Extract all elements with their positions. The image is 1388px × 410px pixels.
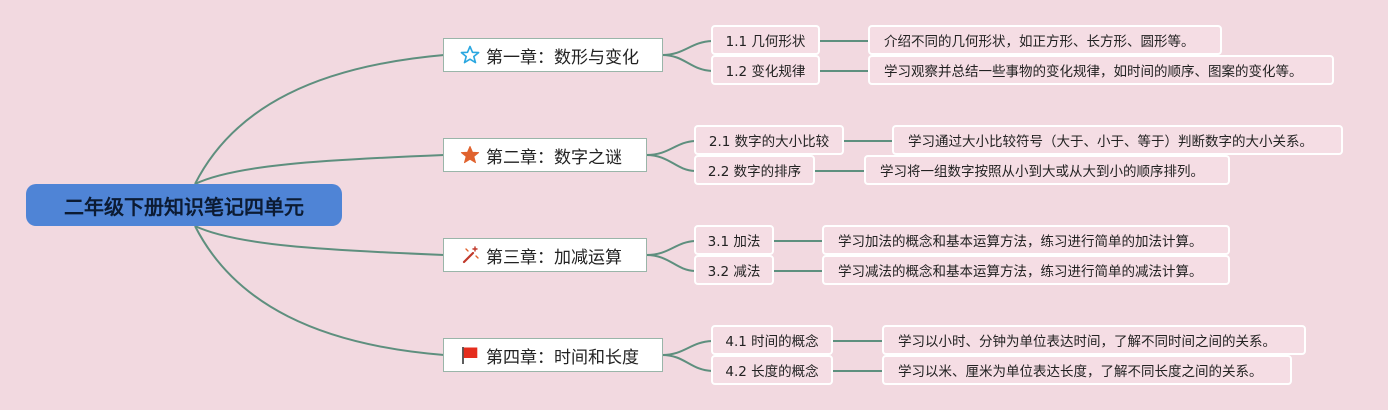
note-1-2[interactable]: 学习观察并总结一些事物的变化规律，如时间的顺序、图案的变化等。 xyxy=(868,55,1334,85)
note-text: 学习通过大小比较符号（大于、小于、等于）判断数字的大小关系。 xyxy=(908,134,1313,150)
subtopic-3-2[interactable]: 3.2 减法 xyxy=(694,255,774,285)
note-text: 学习减法的概念和基本运算方法，练习进行简单的减法计算。 xyxy=(838,264,1203,280)
note-text: 学习加法的概念和基本运算方法，练习进行简单的加法计算。 xyxy=(838,234,1203,250)
note-text: 学习观察并总结一些事物的变化规律，如时间的顺序、图案的变化等。 xyxy=(884,64,1303,80)
root-topic[interactable]: 二年级下册知识笔记四单元 xyxy=(26,184,342,226)
subtopic-1-2[interactable]: 1.2 变化规律 xyxy=(711,55,820,85)
subtopic-4-1[interactable]: 4.1 时间的概念 xyxy=(711,325,833,355)
subtopic-label: 3.2 减法 xyxy=(707,264,761,280)
subtopic-label: 4.1 时间的概念 xyxy=(725,334,819,350)
chapter-1-title: 第一章：数形与变化 xyxy=(486,47,639,68)
chapter-3-title: 第三章：加减运算 xyxy=(486,247,622,268)
subtopic-3-1[interactable]: 3.1 加法 xyxy=(694,225,774,255)
note-text: 介绍不同的几何形状，如正方形、长方形、圆形等。 xyxy=(884,34,1195,50)
subtopic-1-1[interactable]: 1.1 几何形状 xyxy=(711,25,820,55)
note-3-2[interactable]: 学习减法的概念和基本运算方法，练习进行简单的减法计算。 xyxy=(822,255,1230,285)
note-2-2[interactable]: 学习将一组数字按照从小到大或从大到小的顺序排列。 xyxy=(864,155,1230,185)
chapter-2-title: 第二章：数字之谜 xyxy=(486,147,622,168)
subtopic-label: 1.2 变化规律 xyxy=(725,64,806,80)
subtopic-2-2[interactable]: 2.2 数字的排序 xyxy=(694,155,815,185)
chapter-3[interactable]: 第三章：加减运算 xyxy=(443,238,647,272)
root-topic-title: 二年级下册知识笔记四单元 xyxy=(64,194,304,219)
chapter-2[interactable]: 第二章：数字之谜 xyxy=(443,138,647,172)
note-4-2[interactable]: 学习以米、厘米为单位表达长度，了解不同长度之间的关系。 xyxy=(882,355,1292,385)
flag-icon xyxy=(462,347,478,364)
magic-wand-icon xyxy=(462,246,479,264)
note-4-1[interactable]: 学习以小时、分钟为单位表达时间，了解不同时间之间的关系。 xyxy=(882,325,1306,355)
chapter-4[interactable]: 第四章：时间和长度 xyxy=(443,338,663,372)
subtopic-label: 1.1 几何形状 xyxy=(725,34,806,50)
note-text: 学习以米、厘米为单位表达长度，了解不同长度之间的关系。 xyxy=(898,364,1263,380)
note-2-1[interactable]: 学习通过大小比较符号（大于、小于、等于）判断数字的大小关系。 xyxy=(892,125,1343,155)
chapter-4-title: 第四章：时间和长度 xyxy=(486,347,639,368)
note-text: 学习以小时、分钟为单位表达时间，了解不同时间之间的关系。 xyxy=(898,334,1276,350)
subtopic-label: 3.1 加法 xyxy=(707,234,761,250)
note-1-1[interactable]: 介绍不同的几何形状，如正方形、长方形、圆形等。 xyxy=(868,25,1222,55)
subtopic-label: 2.1 数字的大小比较 xyxy=(708,134,830,150)
chapter-1[interactable]: 第一章：数形与变化 xyxy=(443,38,663,72)
note-3-1[interactable]: 学习加法的概念和基本运算方法，练习进行简单的加法计算。 xyxy=(822,225,1230,255)
star-filled-icon xyxy=(460,146,480,164)
note-text: 学习将一组数字按照从小到大或从大到小的顺序排列。 xyxy=(880,164,1204,180)
star-outline-icon xyxy=(460,45,480,64)
subtopic-2-1[interactable]: 2.1 数字的大小比较 xyxy=(694,125,844,155)
subtopic-label: 2.2 数字的排序 xyxy=(707,164,802,180)
subtopic-4-2[interactable]: 4.2 长度的概念 xyxy=(711,355,833,385)
subtopic-label: 4.2 长度的概念 xyxy=(725,364,819,380)
